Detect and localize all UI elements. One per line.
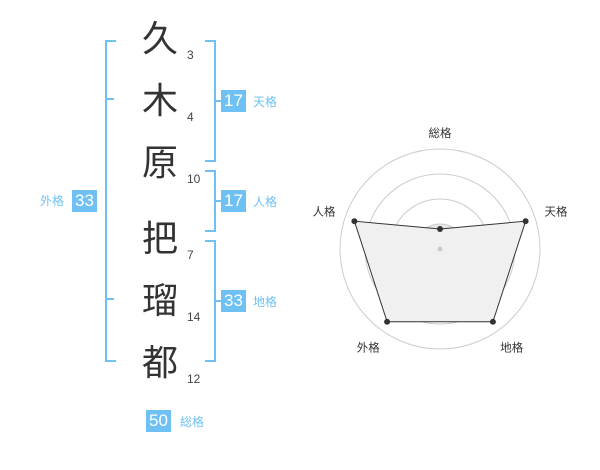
radar-point [489,318,496,325]
tenkaku-score: 17 [221,90,246,112]
stroke-count: 4 [187,110,194,124]
soukaku-score: 50 [146,410,171,432]
radar-points [351,218,529,325]
stroke-count: 10 [187,172,201,186]
radar-axis-label: 地格 [500,341,523,355]
gaikaku-bracket-tick [105,98,114,100]
name-char: 把 [141,219,178,260]
stroke-count: 3 [187,48,194,62]
stroke-count: 7 [187,248,194,262]
radar-point [522,218,529,225]
radar-value-polygon [353,220,527,323]
radar-axis-label: 人格 [312,204,335,218]
name-char: 木 [141,81,178,122]
tenkaku-bracket-tick [214,100,222,102]
radar-point [437,226,443,232]
name-char: 都 [141,343,178,384]
radar-axis-label: 外格 [357,341,380,355]
chikaku-score: 33 [221,290,246,312]
radar-axis-label: 天格 [545,204,568,218]
chikaku-bracket-tick [214,300,222,302]
radar-point [384,318,391,325]
name-char: 原 [141,143,178,184]
gaikaku-bracket-tick [105,298,114,300]
stroke-count: 12 [187,372,201,386]
gaikaku-score: 33 [72,190,97,212]
stroke-count: 14 [187,310,201,324]
chikaku-label: 地格 [253,295,278,309]
jinkaku-bracket-tick [214,200,222,202]
jinkaku-label: 人格 [253,195,278,209]
tenkaku-label: 天格 [253,95,278,109]
radar-axis-label: 総格 [429,126,452,140]
soukaku-label: 総格 [180,415,205,429]
radar-point [351,218,358,225]
gaikaku-label: 外格 [40,194,65,208]
radar-center-dot [437,246,443,252]
name-char: 瑠 [141,281,178,322]
gaikaku-bracket [105,40,116,362]
name-char: 久 [141,19,178,60]
radar-grid-ring [339,148,541,350]
jinkaku-score: 17 [221,190,246,212]
